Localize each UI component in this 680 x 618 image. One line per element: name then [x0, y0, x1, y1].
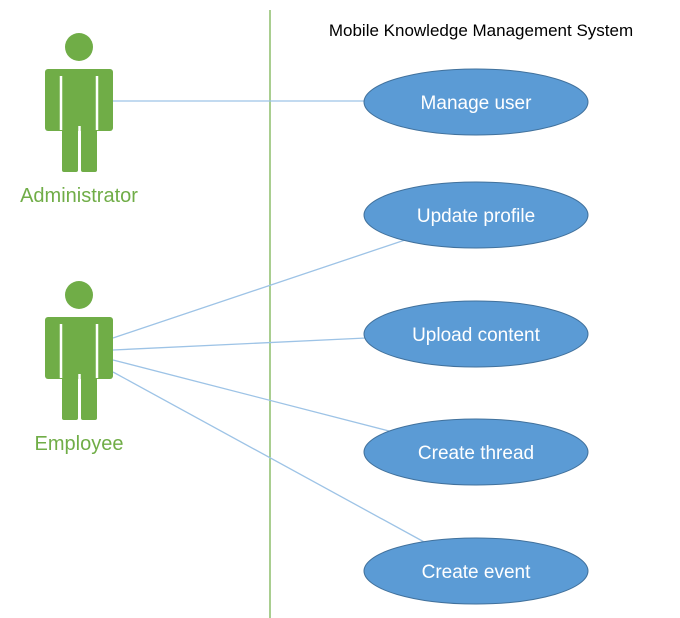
- actor-label-administrator: Administrator: [20, 185, 138, 207]
- associations: [112, 100, 427, 544]
- use-case-ellipse: [363, 537, 589, 605]
- use-case-ellipse: [363, 418, 589, 486]
- association-employee-update-profile: [112, 239, 406, 339]
- use-case-ellipse: [363, 181, 589, 249]
- association-employee-upload-content: [112, 337, 367, 351]
- use-case-update-profile[interactable]: Update profile: [363, 181, 589, 249]
- use-case-create-thread[interactable]: Create thread: [363, 418, 589, 486]
- use-case-label: Upload content: [412, 325, 541, 346]
- association-employee-create-thread: [112, 359, 394, 433]
- association-employee-create-event: [112, 371, 427, 544]
- use-case-create-event[interactable]: Create event: [363, 537, 589, 605]
- stick-figure-icon: [45, 281, 113, 420]
- use-case-label: Create event: [422, 562, 532, 583]
- use-case-ellipse: [363, 300, 589, 368]
- use-case-label: Create thread: [418, 443, 534, 464]
- use-case-upload-content[interactable]: Upload content: [363, 300, 589, 368]
- system-title: Mobile Knowledge Management System: [329, 21, 633, 40]
- use-case-ellipse: [363, 68, 589, 136]
- stick-figure-icon: [45, 33, 113, 172]
- use-case-label: Update profile: [417, 206, 535, 227]
- actor-administrator: Administrator: [20, 33, 138, 207]
- actor-employee: Employee: [35, 281, 124, 455]
- use-case-label: Manage user: [421, 93, 533, 114]
- use-case-manage-user[interactable]: Manage user: [363, 68, 589, 136]
- actor-label-employee: Employee: [35, 433, 124, 455]
